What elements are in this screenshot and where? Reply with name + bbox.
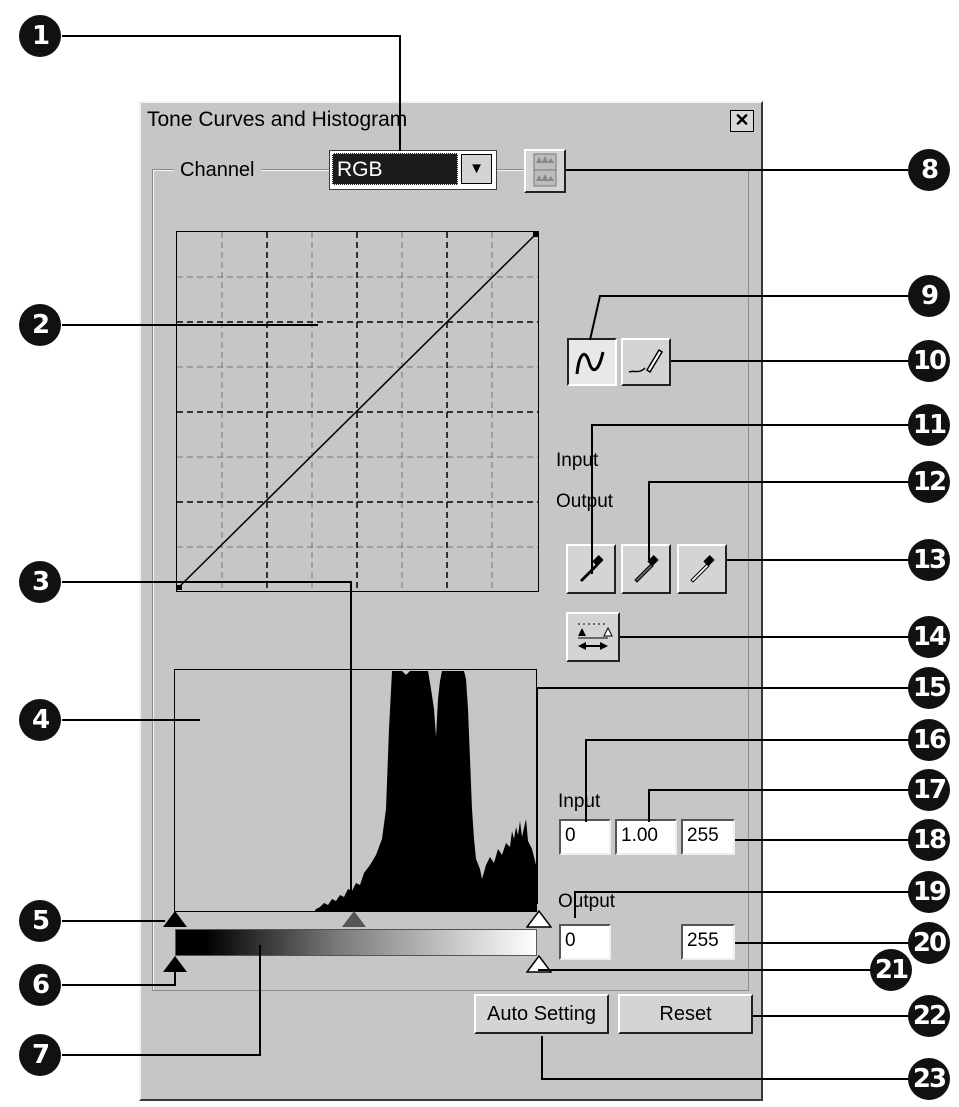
- title-bar[interactable]: [141, 104, 761, 140]
- output-shadow-field[interactable]: 0: [559, 924, 611, 960]
- curve-point-white[interactable]: [533, 232, 538, 237]
- output-highlight-field[interactable]: 255: [681, 924, 735, 960]
- auto-level-icon: [578, 623, 613, 650]
- levels-input-label: Input: [558, 791, 601, 812]
- callout-9: 9: [908, 275, 950, 317]
- gray-point-eyedropper-icon: [634, 555, 659, 583]
- callout-17: 17: [908, 769, 950, 811]
- output-shadow-slider[interactable]: [163, 956, 187, 972]
- level-adjust-button[interactable]: [566, 612, 620, 662]
- callout-5: 5: [19, 900, 61, 942]
- callout-14: 14: [908, 616, 950, 658]
- black-point-eyedropper-icon: [580, 555, 604, 582]
- channel-label: Channel: [174, 159, 261, 182]
- close-button[interactable]: ✕: [730, 110, 754, 132]
- white-point-eyedropper-button[interactable]: [677, 544, 727, 594]
- tone-curve-graph[interactable]: [176, 231, 539, 592]
- histogram: [174, 669, 537, 912]
- input-gamma-slider[interactable]: [342, 911, 366, 927]
- callout-12: 12: [908, 461, 950, 503]
- reset-button[interactable]: Reset: [618, 994, 753, 1034]
- callout-19: 19: [908, 871, 950, 913]
- callout-22: 22: [908, 995, 950, 1037]
- callout-23: 23: [908, 1058, 950, 1100]
- callout-11: 11: [908, 404, 950, 446]
- input-shadow-slider[interactable]: [163, 911, 187, 927]
- levels-output-label: Output: [558, 891, 616, 912]
- histogram-channels-icon: [533, 153, 557, 187]
- callout-4: 4: [19, 699, 61, 741]
- callout-7: 7: [19, 1034, 61, 1076]
- input-gamma-field[interactable]: 1.00: [615, 819, 677, 855]
- input-highlight-field[interactable]: 255: [681, 819, 735, 855]
- curve-tool-button[interactable]: [567, 338, 617, 386]
- callout-15: 15: [908, 667, 950, 709]
- callout-8: 8: [908, 149, 950, 191]
- tool-output-label: Output: [556, 491, 614, 512]
- dialog-title: Tone Curves and Histogram: [147, 108, 408, 131]
- auto-setting-button[interactable]: Auto Setting: [474, 994, 609, 1034]
- input-highlight-slider[interactable]: [525, 909, 553, 933]
- curve-point-black[interactable]: [177, 585, 182, 590]
- gray-point-eyedropper-button[interactable]: [621, 544, 671, 594]
- channel-selected-value[interactable]: RGB: [332, 153, 458, 185]
- callout-21: 21: [870, 949, 912, 991]
- callout-10: 10: [908, 340, 950, 382]
- callout-20: 20: [908, 922, 950, 964]
- freehand-tool-button[interactable]: [621, 338, 671, 386]
- output-highlight-slider[interactable]: [525, 954, 553, 978]
- curve-icon: [575, 351, 605, 375]
- callout-6: 6: [19, 964, 61, 1006]
- histogram-channels-button[interactable]: [524, 149, 566, 193]
- callout-13: 13: [908, 539, 950, 581]
- white-point-eyedropper-icon: [690, 555, 715, 583]
- callout-18: 18: [908, 819, 950, 861]
- tool-input-label: Input: [556, 450, 599, 471]
- tone-curve-line[interactable]: [178, 233, 537, 588]
- pencil-icon: [628, 348, 664, 374]
- callout-2: 2: [19, 304, 61, 346]
- histogram-graph: [314, 671, 536, 912]
- chevron-down-icon[interactable]: ▼: [461, 154, 492, 184]
- output-gradient-bar: [175, 929, 537, 956]
- callout-1: 1: [19, 15, 61, 57]
- callout-3: 3: [19, 561, 61, 603]
- callout-16: 16: [908, 719, 950, 761]
